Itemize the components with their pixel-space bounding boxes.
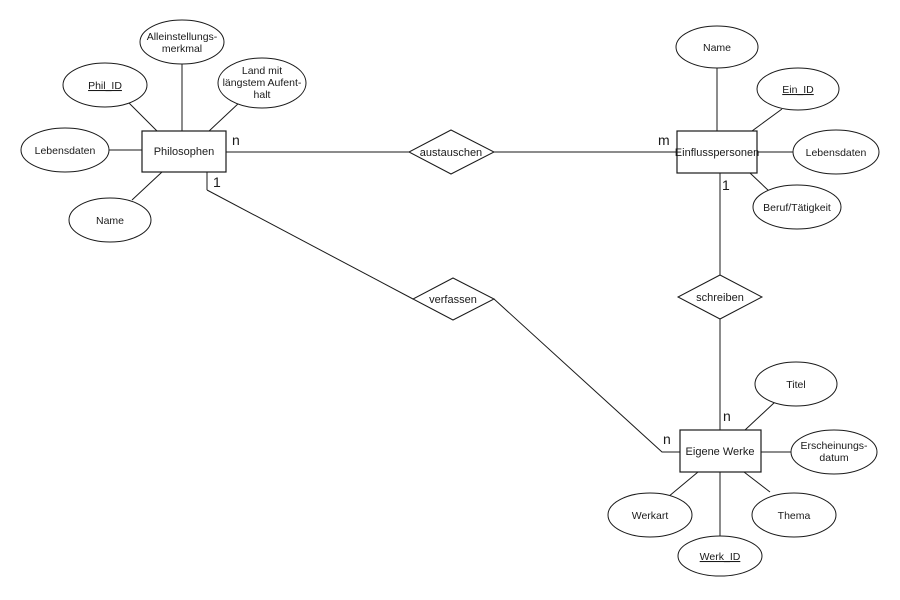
attribute-label: Ein_ID (782, 84, 814, 96)
attribute-werk-id[interactable]: Werk_ID (677, 535, 763, 577)
connector-phil-name (131, 171, 163, 201)
attribute-label: Name (703, 42, 731, 54)
attribute-ellipse (756, 67, 840, 111)
attribute-label: Phil_ID (88, 80, 122, 92)
connector-ein-beruf (749, 172, 771, 193)
attribute-beruf-taetigkeit[interactable]: Beruf/Tätigkeit (752, 184, 842, 230)
attribute-label: halt (254, 89, 271, 101)
attribute-phil-name[interactable]: Name (68, 197, 152, 243)
attribute-alleinstellungsmerkmal[interactable]: Alleinstellungs- merkmal (139, 19, 225, 65)
attribute-ellipse (217, 57, 307, 109)
cardinalities: n m 1 1 n n (213, 132, 731, 447)
relationship-label: schreiben (696, 292, 744, 304)
relationship-schreiben[interactable]: schreiben (676, 274, 764, 320)
attribute-label: längstem Aufent- (223, 77, 302, 89)
attribute-ellipse (677, 535, 763, 577)
entity-box (676, 130, 758, 174)
attribute-label: Titel (786, 379, 805, 391)
relationship-austauschen[interactable]: austauschen (407, 129, 496, 175)
entity-philosophen[interactable]: Philosophen (141, 130, 227, 173)
entity-einflusspersonen[interactable]: Einflusspersonen (675, 130, 759, 174)
attribute-label: datum (819, 452, 848, 464)
attribute-ellipse (754, 361, 838, 407)
attribute-ellipse (139, 19, 225, 65)
cardinality-werke-schreiben: n (723, 408, 731, 424)
relationship-label: verfassen (429, 294, 477, 306)
cardinality-phil-verfassen: 1 (213, 174, 221, 190)
connector-phil-id (127, 101, 159, 133)
connector-werke-thema (743, 471, 771, 493)
attribute-ellipse (792, 129, 880, 175)
attribute-ellipse (20, 127, 110, 173)
attribute-ellipse (790, 429, 878, 475)
connector-ein-id (751, 108, 783, 132)
cardinality-werke-verfassen: n (663, 431, 671, 447)
attribute-label: merkmal (162, 43, 202, 55)
attribute-label: Thema (778, 510, 811, 522)
attribute-titel[interactable]: Titel (754, 361, 838, 407)
attribute-ellipse (751, 492, 837, 538)
cardinality-ein-schreiben: 1 (722, 177, 730, 193)
attribute-ellipse (607, 492, 693, 538)
attribute-ellipse (68, 197, 152, 243)
cardinality-phil-austauschen: n (232, 132, 240, 148)
entity-label: Philosophen (154, 146, 215, 158)
attribute-ein-lebensdaten[interactable]: Lebensdaten (792, 129, 880, 175)
entity-box (141, 130, 227, 173)
attribute-werkart[interactable]: Werkart (607, 492, 693, 538)
attribute-label: Land mit (242, 65, 282, 77)
attribute-phil-id[interactable]: Phil_ID (62, 62, 148, 108)
attribute-ein-name[interactable]: Name (675, 25, 759, 69)
connector-werke-werkart (667, 471, 699, 498)
connector-phil-land (207, 101, 241, 133)
relationship-diamond (411, 277, 496, 321)
attribute-label: Alleinstellungs- (147, 31, 218, 43)
attribute-label: Lebensdaten (35, 145, 96, 157)
connector-phil-verfassen-diag (206, 189, 414, 300)
attribute-erscheinungsdatum[interactable]: Erscheinungs- datum (790, 429, 878, 475)
connectors (108, 64, 794, 537)
attribute-phil-lebensdaten[interactable]: Lebensdaten (20, 127, 110, 173)
attribute-ein-id[interactable]: Ein_ID (756, 67, 840, 111)
entity-box (679, 429, 762, 473)
attribute-land-laengster-aufenthalt[interactable]: Land mit längstem Aufent- halt (217, 57, 307, 109)
connector-verfassen-werke (493, 298, 680, 453)
attribute-ellipse (62, 62, 148, 108)
cardinality-ein-austauschen: m (658, 132, 670, 148)
relationship-diamond (407, 129, 496, 175)
attribute-label: Erscheinungs- (800, 440, 868, 452)
attribute-ellipse (675, 25, 759, 69)
connector-werke-titel (744, 401, 776, 431)
entity-label: Einflusspersonen (675, 147, 759, 159)
attribute-thema[interactable]: Thema (751, 492, 837, 538)
attribute-label: Werk_ID (700, 551, 741, 563)
relationship-diamond (676, 274, 764, 320)
attribute-label: Beruf/Tätigkeit (763, 202, 831, 214)
attribute-ellipse (752, 184, 842, 230)
relationship-verfassen[interactable]: verfassen (411, 277, 496, 321)
attribute-label: Lebensdaten (806, 147, 867, 159)
attribute-label: Name (96, 215, 124, 227)
relationship-label: austauschen (420, 147, 482, 159)
entity-label: Eigene Werke (686, 446, 755, 458)
attribute-label: Werkart (632, 510, 669, 522)
entity-eigene-werke[interactable]: Eigene Werke (679, 429, 762, 473)
